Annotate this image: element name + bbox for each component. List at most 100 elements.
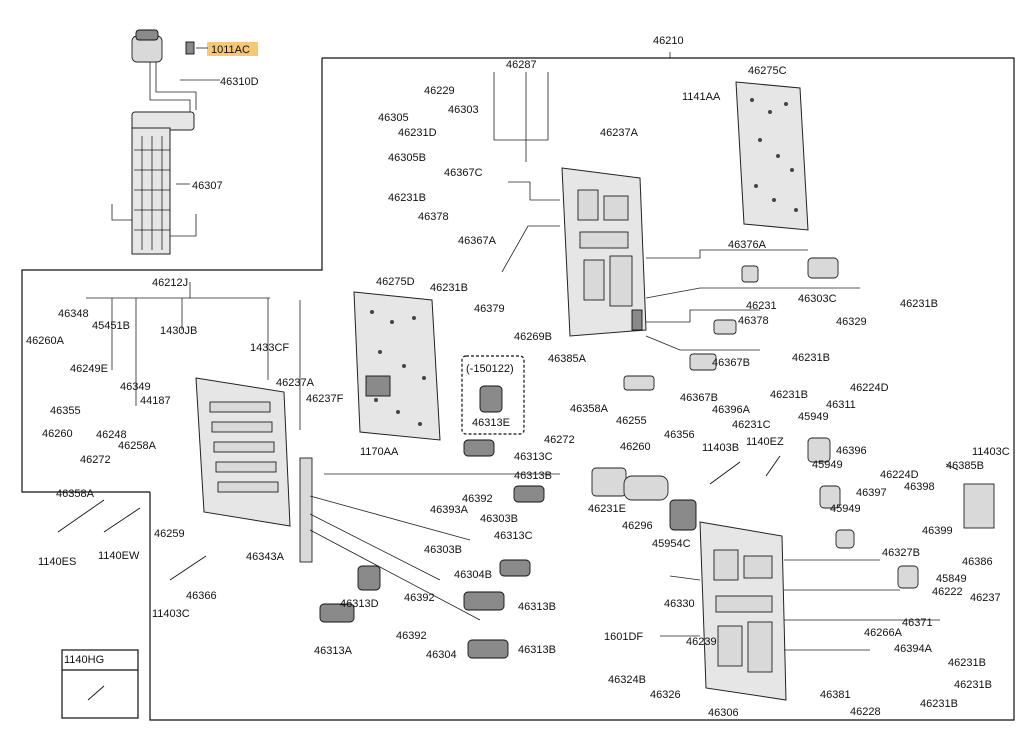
label-46396a: 46396A bbox=[712, 404, 751, 416]
label-46313c-a: 46313C bbox=[514, 451, 553, 463]
label-46255: 46255 bbox=[616, 415, 647, 427]
label-46239: 46239 bbox=[686, 636, 717, 648]
label-46398: 46398 bbox=[904, 481, 935, 493]
label-46210: 46210 bbox=[653, 35, 684, 47]
label-46303b-a: 46303B bbox=[480, 513, 518, 525]
upper-valve-body bbox=[561, 167, 647, 337]
label-46396: 46396 bbox=[836, 445, 867, 457]
label-46376a: 46376A bbox=[728, 239, 767, 251]
label-1170aa: 1170AA bbox=[360, 446, 399, 458]
label-45849: 45849 bbox=[936, 573, 967, 585]
lower-valve-body-channels bbox=[713, 549, 773, 673]
label-46212j: 46212J bbox=[152, 277, 188, 289]
label-46296: 46296 bbox=[622, 520, 653, 532]
label-46327b: 46327B bbox=[882, 547, 920, 559]
frame-lines bbox=[21, 52, 1015, 721]
label-1601df: 1601DF bbox=[604, 631, 643, 643]
label-11403b: 11403B bbox=[702, 442, 739, 454]
label-46303c: 46303C bbox=[798, 293, 837, 305]
label-46231d: 46231D bbox=[398, 127, 437, 139]
label-45949-c: 45949 bbox=[830, 503, 861, 515]
label-1433cf: 1433CF bbox=[250, 342, 289, 354]
label-46356: 46356 bbox=[664, 429, 695, 441]
label-46260-b: 46260 bbox=[620, 441, 651, 453]
label-46224d-b: 46224D bbox=[880, 469, 919, 481]
label-46378-b: 46378 bbox=[738, 315, 769, 327]
label-46366: 46366 bbox=[186, 590, 217, 602]
label-46275c: 46275C bbox=[748, 65, 787, 77]
label-46304b: 46304B bbox=[454, 569, 492, 581]
separator-plate-46275d bbox=[353, 291, 441, 441]
label-46231b-c: 46231B bbox=[900, 298, 938, 310]
label-46248: 46248 bbox=[96, 429, 127, 441]
separator-plate-46275c bbox=[735, 81, 809, 231]
label-46358a-b: 46358A bbox=[570, 403, 609, 415]
label-46259: 46259 bbox=[154, 528, 185, 540]
label-46237: 46237 bbox=[970, 592, 1001, 604]
label-46231e: 46231E bbox=[588, 503, 626, 515]
label-46349: 46349 bbox=[120, 381, 151, 393]
label-46231c: 46231C bbox=[732, 419, 771, 431]
leader-lines bbox=[86, 47, 959, 651]
label-46358a-a: 46358A bbox=[56, 488, 95, 500]
label-11403c-a: 11403C bbox=[972, 446, 1010, 458]
label-46228: 46228 bbox=[850, 706, 881, 718]
label-1430jb: 1430JB bbox=[160, 325, 197, 337]
label-46311: 46311 bbox=[826, 399, 856, 411]
label-46258a: 46258A bbox=[118, 440, 157, 452]
label-45949-b: 45949 bbox=[812, 459, 843, 471]
label-46371: 46371 bbox=[902, 617, 933, 629]
label-46272-b: 46272 bbox=[544, 434, 575, 446]
label-46397: 46397 bbox=[856, 487, 887, 499]
label-46367a: 46367A bbox=[458, 235, 497, 247]
label-46381: 46381 bbox=[820, 689, 851, 701]
label-46379: 46379 bbox=[474, 303, 505, 315]
wiring-harness-46307 bbox=[111, 29, 258, 255]
label-46275d: 46275D bbox=[376, 276, 415, 288]
label-46392-b: 46392 bbox=[404, 592, 435, 604]
label-46313b-b: 46313B bbox=[518, 601, 556, 613]
label-46307: 46307 bbox=[192, 180, 223, 192]
label-46378-a: 46378 bbox=[418, 211, 449, 223]
label-46231b-b: 46231B bbox=[430, 282, 468, 294]
label-46386: 46386 bbox=[962, 556, 993, 568]
label-46231b-a: 46231B bbox=[388, 192, 426, 204]
label-46231b-h: 46231B bbox=[920, 698, 958, 710]
label-46224d-a: 46224D bbox=[850, 382, 889, 394]
solenoids bbox=[319, 439, 545, 659]
label-46313b-a: 46313B bbox=[514, 470, 552, 482]
label-46287: 46287 bbox=[506, 59, 537, 71]
label-46249e: 46249E bbox=[70, 363, 108, 375]
label-46348: 46348 bbox=[58, 308, 89, 320]
label-46367c: 46367C bbox=[444, 167, 483, 179]
solenoid-46313e-box bbox=[461, 355, 525, 435]
label-46343a: 46343A bbox=[246, 551, 285, 563]
label-46394a: 46394A bbox=[894, 643, 933, 655]
label-46313c-b: 46313C bbox=[494, 530, 533, 542]
lower-valve-body bbox=[699, 483, 995, 701]
label-46385a: 46385A bbox=[548, 353, 587, 365]
label-46313e: 46313E bbox=[472, 417, 510, 429]
label-46231b-g: 46231B bbox=[954, 679, 992, 691]
upper-valve-body-channels bbox=[577, 189, 643, 331]
plate-holes-c bbox=[750, 98, 798, 212]
label-1140ez: 1140EZ bbox=[746, 436, 784, 448]
label-150122: (-150122) bbox=[466, 363, 514, 375]
label-46392-c: 46392 bbox=[396, 630, 427, 642]
middle-valve-body-spools bbox=[209, 401, 279, 493]
label-46305b: 46305B bbox=[388, 152, 426, 164]
label-1140ew: 1140EW bbox=[98, 550, 140, 562]
label-46324b: 46324B bbox=[608, 674, 646, 686]
middle-valve-body bbox=[195, 377, 313, 563]
label-46222: 46222 bbox=[932, 586, 963, 598]
plate-holes-d bbox=[370, 310, 426, 426]
part-labels: 1011AC 46310D 46307 46210 46287 46275C 1… bbox=[26, 35, 1010, 719]
label-46367b-b: 46367B bbox=[680, 392, 718, 404]
label-44187: 44187 bbox=[140, 395, 171, 407]
label-46305: 46305 bbox=[378, 112, 409, 124]
label-46310d: 46310D bbox=[220, 76, 259, 88]
bolts bbox=[57, 455, 781, 701]
label-46329: 46329 bbox=[836, 316, 867, 328]
harness-connector-grid bbox=[134, 136, 170, 250]
